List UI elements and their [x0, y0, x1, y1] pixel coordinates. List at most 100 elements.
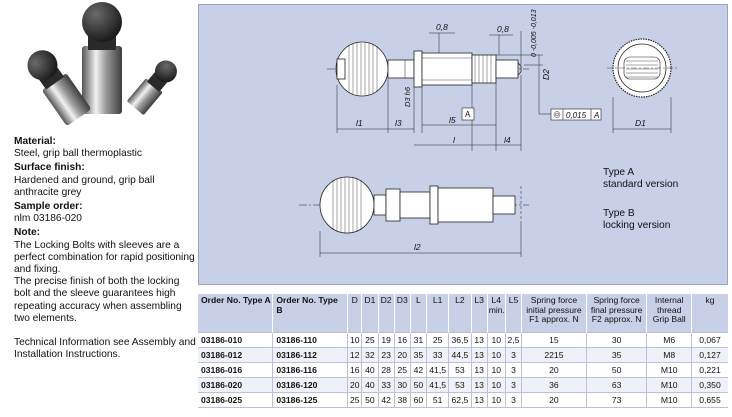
table-cell: 15: [521, 332, 587, 348]
sample-text: nlm 03186-020: [14, 213, 82, 225]
table-cell: 3: [504, 392, 522, 408]
column-header: D1: [361, 294, 379, 333]
table-cell: 25: [361, 332, 379, 348]
table-cell: 13: [470, 377, 488, 393]
table-cell: M8: [646, 347, 692, 363]
table-cell: 13: [470, 362, 488, 378]
table-cell: 03186-016: [198, 362, 273, 378]
table-cell: 25: [347, 392, 362, 408]
table-cell: 03186-025: [198, 392, 273, 408]
table-cell: M10: [646, 377, 692, 393]
column-header: Internal thread Grip Ball: [646, 294, 692, 333]
dim-d2: D2: [541, 69, 551, 80]
type-b-desc: locking version: [603, 220, 671, 231]
table-cell: 10: [486, 332, 506, 348]
table-cell: 42: [409, 362, 427, 378]
table-cell: 20: [521, 362, 587, 378]
collar-a: [413, 50, 423, 88]
table-cell: 35: [409, 347, 427, 363]
table-cell: 10: [486, 362, 506, 378]
table-cell: 0,655: [690, 392, 728, 408]
table-cell: M10: [646, 362, 692, 378]
column-header: D2: [377, 294, 395, 333]
type-a-label: Type A standard version: [603, 167, 678, 191]
grip-ball-b: [319, 176, 375, 234]
table-cell: 41,5: [426, 377, 449, 393]
table-cell: 3: [504, 362, 522, 378]
column-header: kg: [690, 294, 728, 333]
sample-heading: Sample order:: [14, 201, 83, 213]
table-cell: 33: [426, 347, 449, 363]
table-cell: 0,127: [690, 347, 728, 363]
datum-a-label: A: [465, 110, 471, 119]
table-cell: 03186-112: [272, 347, 348, 363]
type-a-desc: standard version: [603, 179, 679, 190]
table-cell: 23: [377, 347, 395, 363]
table-cell: 42: [377, 392, 395, 408]
column-header: Order No. Type A: [198, 294, 273, 333]
dim-l1: l1: [356, 118, 363, 128]
table-cell: 03186-116: [272, 362, 348, 378]
table-cell: 16: [347, 362, 362, 378]
table-cell: 10: [347, 332, 362, 348]
type-a-title: Type A: [603, 167, 635, 178]
table-cell: 25: [426, 332, 449, 348]
table-cell: 25: [393, 362, 411, 378]
note-text-2: The precise finish of both the locking b…: [14, 276, 182, 324]
table-cell: 31: [409, 332, 427, 348]
column-header: L: [409, 294, 427, 333]
table-cell: 40: [361, 362, 379, 378]
end-view: D1: [607, 38, 677, 133]
type-b-label: Type B locking version: [603, 208, 670, 232]
column-header: L5: [504, 294, 522, 333]
ball-flat-a: [336, 58, 346, 80]
table-cell: 62,5: [448, 392, 472, 408]
table-cell: 50: [361, 392, 379, 408]
table-cell: 3: [504, 377, 522, 393]
rough-1: 0,8: [436, 22, 448, 32]
product-photo: [27, 2, 177, 126]
table-cell: 2,5: [504, 332, 522, 348]
table-cell: 03186-120: [272, 377, 348, 393]
table-cell: 63: [585, 377, 647, 393]
dim-d3: D3 h6: [403, 86, 412, 107]
tech-info-text: Technical Information see Assembly and I…: [14, 337, 196, 361]
sleeve-b: [437, 187, 494, 223]
datum-ref: A: [593, 111, 599, 120]
table-cell: 13: [470, 392, 488, 408]
material-heading: Material:: [14, 136, 56, 147]
table-cell: 10: [486, 392, 506, 408]
table-cell: 53: [448, 362, 472, 378]
table-cell: 20: [521, 392, 587, 408]
table-cell: 10: [486, 347, 506, 363]
table-cell: 03186-110: [272, 332, 348, 348]
dim-l4: l4: [504, 135, 511, 145]
tolerance-frame: [550, 108, 602, 121]
table-cell: 0,067: [690, 332, 728, 348]
type-b-title: Type B: [603, 208, 635, 219]
column-header: L2: [448, 294, 472, 333]
column-header: Spring force initial pressure F1 approx.…: [521, 294, 587, 333]
table-cell: 53: [448, 377, 472, 393]
knurl-a: [348, 43, 378, 95]
product-notes: Material: Steel, grip ball thermoplastic…: [14, 136, 196, 361]
concentricity-value: 0,015: [566, 111, 587, 120]
dim-l3: l3: [395, 118, 402, 128]
table-cell: 03186-012: [198, 347, 273, 363]
table-cell: 36: [521, 377, 587, 393]
table-cell: 38: [393, 392, 411, 408]
pin-a: [495, 59, 519, 79]
table-cell: 20: [393, 347, 411, 363]
drawing-svg: l1 l3 l5 l l4 0,8 0,8 0 -0,005 -0,013 D2…: [299, 9, 677, 257]
table-cell: 41,5: [426, 362, 449, 378]
dim-d1: D1: [635, 118, 646, 128]
material-text: Steel, grip ball thermoplastic: [14, 148, 142, 160]
table-cell: 50: [409, 377, 427, 393]
column-header: Spring force final pressure F2 approx. N: [585, 294, 647, 333]
